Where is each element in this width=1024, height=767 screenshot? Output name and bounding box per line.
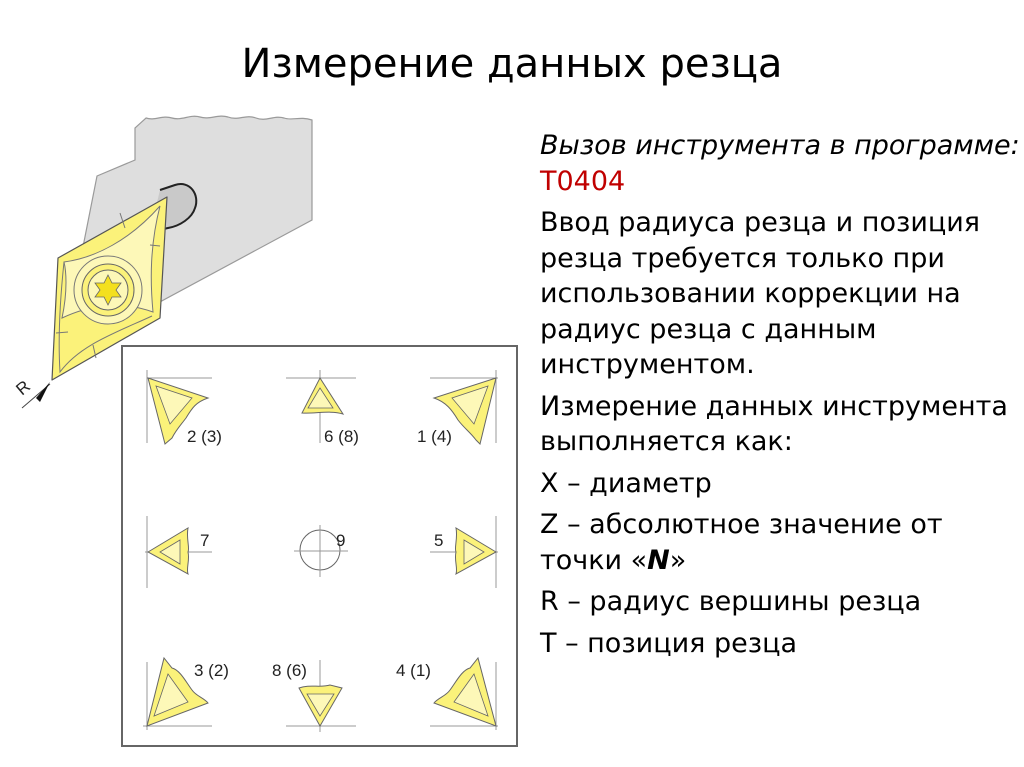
item-z-emphasis: N bbox=[647, 544, 670, 576]
item-z: Z – абсолютное значение от точки «N» bbox=[540, 507, 1024, 578]
radius-note-paragraph: Ввод радиуса резца и позиция резца требу… bbox=[540, 207, 981, 380]
position-3-2: 3 (2) bbox=[143, 656, 229, 730]
measurement-paragraph: Измерение данных инструмента выполняется… bbox=[540, 390, 1008, 458]
svg-text:9: 9 bbox=[336, 531, 345, 550]
position-6-8: 6 (8) bbox=[286, 370, 359, 446]
tool-diagram: R 2 (3) 6 (8) 1 (4) 7 9 bbox=[12, 115, 518, 747]
svg-text:2 (3): 2 (3) bbox=[187, 427, 222, 446]
slide-body: Вызов инструмента в программе: T0404 Вво… bbox=[540, 128, 1024, 667]
item-r: R – радиус вершины резца bbox=[540, 586, 922, 617]
svg-text:1 (4): 1 (4) bbox=[417, 427, 452, 446]
position-1-4: 1 (4) bbox=[417, 370, 498, 446]
position-8-6: 8 (6) bbox=[272, 660, 356, 732]
radius-label: R bbox=[12, 377, 34, 399]
item-x: X – диаметр bbox=[540, 467, 712, 499]
tool-call-code: T0404 bbox=[540, 165, 626, 197]
slide-title: Измерение данных резца bbox=[241, 41, 783, 87]
svg-text:3 (2): 3 (2) bbox=[194, 661, 229, 680]
radius-arrow: R bbox=[12, 377, 51, 409]
svg-text:4 (1): 4 (1) bbox=[396, 661, 431, 680]
tool-call-label: Вызов инструмента в программе bbox=[540, 130, 1011, 161]
position-5: 5 bbox=[430, 516, 498, 588]
rhombic-insert-illustration bbox=[51, 196, 168, 381]
position-2-3: 2 (3) bbox=[146, 370, 222, 446]
item-t: T – позиция резца bbox=[540, 627, 798, 659]
item-z-close: » bbox=[669, 544, 687, 576]
position-9: 9 bbox=[294, 525, 348, 577]
svg-text:5: 5 bbox=[434, 531, 443, 550]
position-7: 7 bbox=[145, 516, 212, 588]
svg-text:8 (6): 8 (6) bbox=[272, 661, 307, 680]
svg-text:6 (8): 6 (8) bbox=[324, 427, 359, 446]
position-4-1: 4 (1) bbox=[396, 656, 498, 730]
item-z-text: Z – абсолютное значение от точки « bbox=[540, 509, 943, 576]
tool-call-separator: : bbox=[1010, 130, 1020, 161]
tool-call-paragraph: Вызов инструмента в программе: T0404 bbox=[540, 128, 1024, 199]
svg-text:7: 7 bbox=[200, 531, 209, 550]
